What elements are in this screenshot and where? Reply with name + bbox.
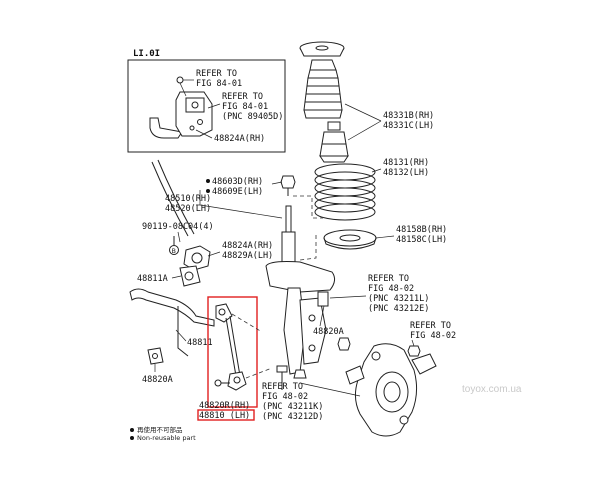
stabilizer-bar-drawing [129, 288, 215, 327]
inset-border [127, 59, 286, 153]
stabilizer-rod-upper [151, 161, 189, 237]
inset-bracket-drawing [149, 76, 213, 139]
steering-knuckle-drawing [345, 343, 437, 437]
inset-code: LI.0I [133, 49, 160, 59]
bushing-48811a-drawing [179, 265, 201, 287]
shock-absorber-drawing [265, 205, 336, 379]
stabilizer-link-drawing [214, 303, 247, 391]
dash-guide-upper [293, 195, 323, 219]
watermark: toyox.com.ua [462, 384, 522, 395]
inset-panel: LI.0I REFER TO FIG 84-01 REFER TO FIG 84… [127, 49, 286, 153]
bushing-left-drawing [147, 347, 164, 365]
strut-nut-drawing [280, 175, 296, 196]
spring-seat-drawing [323, 229, 377, 250]
label-48824a-rh-inset: 48824A(RH) [214, 134, 265, 144]
highlight-box [207, 296, 258, 408]
label-48603: 48603D(RH) 48609E(LH) [212, 177, 268, 197]
legend-bullet-1 [130, 428, 134, 432]
label-48158: 48158B(RH) 48158C(LH) [396, 225, 452, 245]
strut-bolt-drawing [276, 365, 288, 390]
legend-nonreusable-en: Non-reusable part [137, 434, 196, 442]
label-48820a-left: 48820A [142, 375, 173, 385]
legend-reusable-cn: 再使用不可部品 [137, 425, 183, 434]
nut-right-drawing [337, 337, 351, 351]
label-90119: 90119-08C04(4) [142, 222, 214, 232]
upper-mount-drawing [299, 41, 345, 57]
bullet-48609 [206, 189, 210, 193]
legend: 再使用不可部品 Non-reusable part [130, 425, 196, 442]
svg-text:B: B [172, 247, 176, 255]
label-48510: 48510(RH) 48520(LH) [165, 194, 216, 214]
refer-fig-84-01-label-b: REFER TO FIG 84-01 (PNC 89405D) [222, 92, 283, 122]
label-48824a: 48824A(RH) 48829A(LH) [222, 241, 278, 261]
legend-bullet-2 [130, 436, 134, 440]
label-48820a-right: 48820A [313, 327, 344, 337]
bullet-48603 [206, 179, 210, 183]
refer-fig-84-01-label-a: REFER TO FIG 84-01 [196, 69, 242, 89]
bushing-bracket-drawing [183, 245, 211, 271]
label-48331: 48331B(RH) 48331C(LH) [383, 111, 439, 131]
bump-stopper-drawing [319, 121, 349, 163]
nut-far-right-drawing [407, 345, 421, 357]
dash-guide-seat [299, 235, 317, 261]
coil-spring-drawing [314, 163, 376, 221]
refer-fig-48-02-label-b: REFER TO FIG 48-02 [410, 321, 456, 341]
refer-fig-48-02-label-a: REFER TO FIG 48-02 (PNC 43211L) (PNC 432… [368, 274, 435, 314]
highlight-label-box [197, 409, 255, 421]
clip-b-drawing: B [169, 236, 179, 255]
label-48820r: 48820R(RH) 48810 (LH) [199, 401, 255, 421]
label-48811: 48811 [187, 338, 213, 348]
refer-fig-48-02-label-c: REFER TO FIG 48-02 (PNC 43211K) (PNC 432… [262, 382, 329, 422]
label-48131: 48131(RH) 48132(LH) [383, 158, 434, 178]
dust-boot-drawing [303, 59, 343, 119]
label-48811a: 48811A [137, 274, 168, 284]
